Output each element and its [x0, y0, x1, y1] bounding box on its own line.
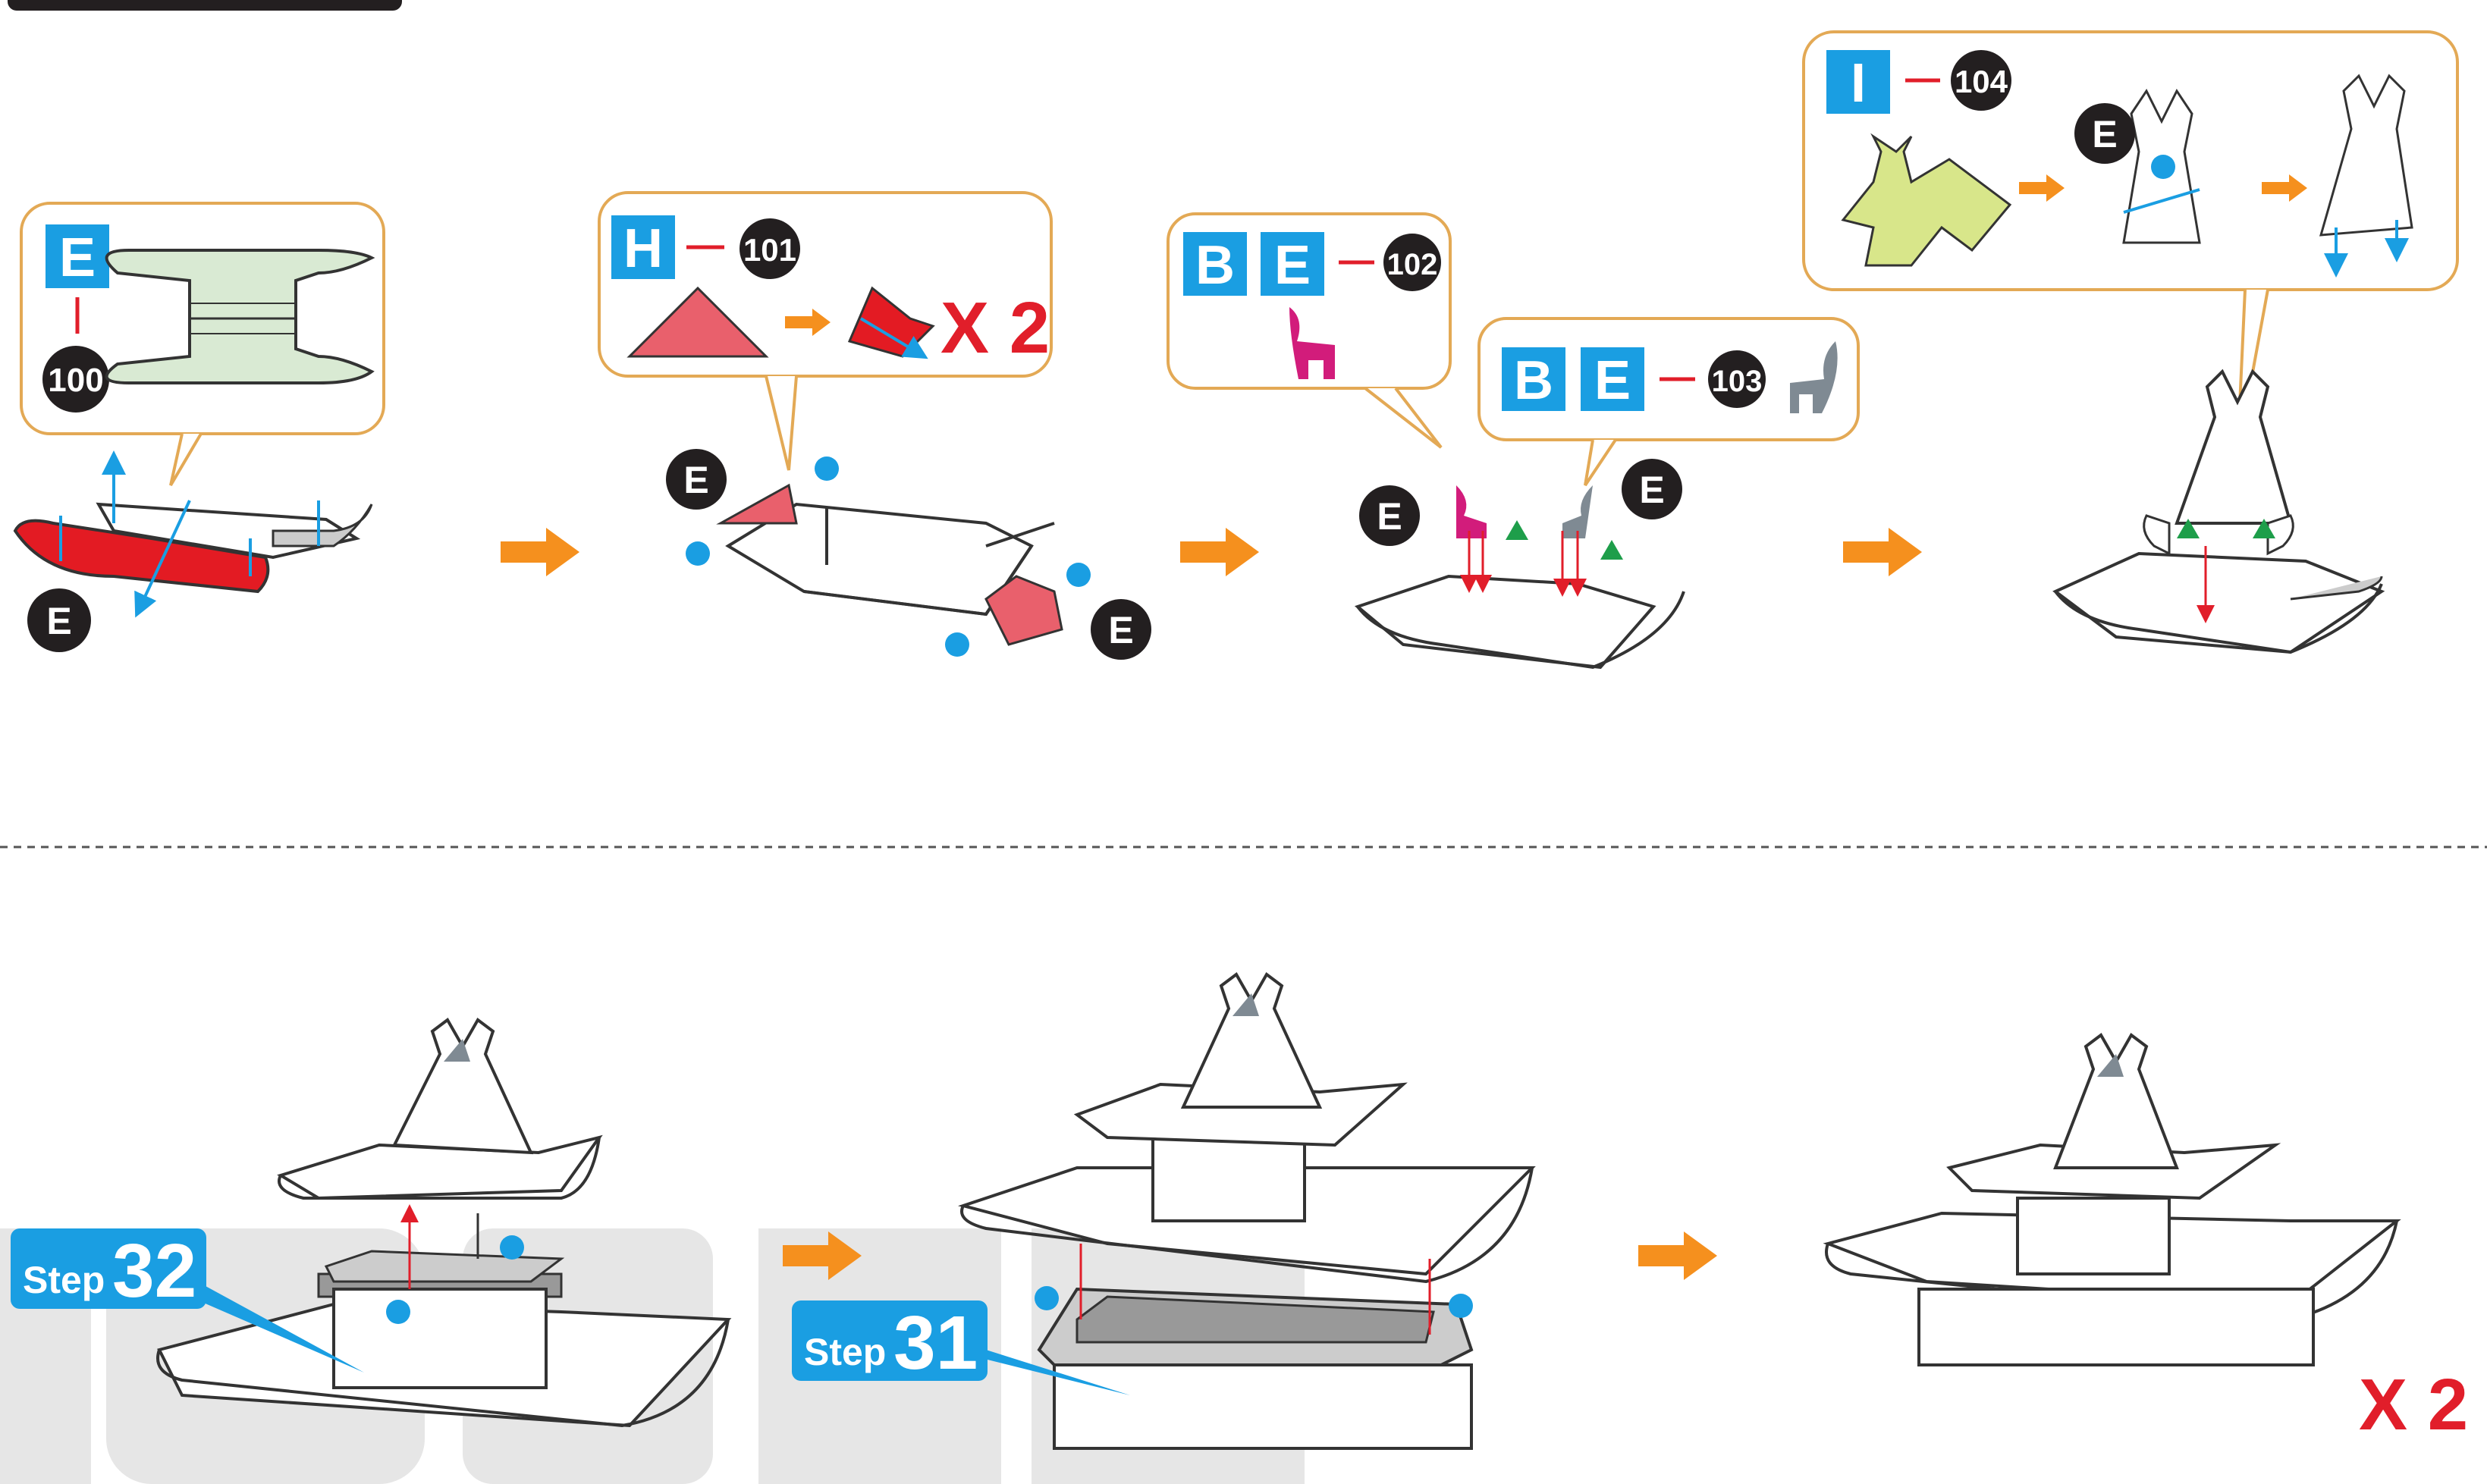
next-step-arrow — [1180, 528, 1259, 576]
part-letter-label: B — [1195, 235, 1235, 296]
next-step-arrow — [1843, 528, 1922, 576]
step-prefix: Step — [23, 1259, 105, 1301]
assembly-figure-6 — [957, 972, 1536, 1450]
component-badge: E — [46, 600, 71, 642]
part-100-piece — [105, 249, 375, 384]
part-number-badge: 100 — [48, 362, 103, 399]
callout-part-104: I 104 E — [1802, 30, 2459, 456]
step-label-31: Step 31 — [792, 1300, 1130, 1395]
assembly-figure-7: X 2 — [1823, 1033, 2468, 1445]
part-number-badge: 102 — [1387, 248, 1438, 281]
assembly-figure-1: E — [13, 450, 373, 652]
part-number-badge: 103 — [1712, 365, 1763, 398]
component-badge: E — [1108, 609, 1133, 651]
part-number-badge: 101 — [743, 232, 796, 268]
part-101-piece — [626, 286, 769, 358]
component-badge: E — [1377, 495, 1402, 538]
part-letter-label: E — [59, 227, 96, 288]
next-step-arrow — [1638, 1231, 1717, 1280]
part-103-piece — [1790, 341, 1838, 413]
component-badge: E — [683, 459, 708, 501]
callout-part-101: H 101 X 2 — [598, 191, 1053, 471]
component-badge: E — [2092, 113, 2117, 155]
part-letter-label: H — [623, 218, 663, 279]
step-number: 31 — [893, 1300, 978, 1385]
multiplier-label: X 2 — [940, 287, 1050, 369]
part-102-piece — [1289, 307, 1335, 379]
part-number-badge: 104 — [1955, 64, 2008, 99]
callout-part-103: B E 103 — [1477, 317, 1860, 487]
part-104-piece — [1841, 133, 2012, 267]
final-multiplier-label: X 2 — [2359, 1364, 2468, 1445]
header-tab — [8, 0, 402, 11]
next-step-arrow — [501, 528, 579, 576]
assembly-figure-5 — [156, 1018, 732, 1428]
step-label-32: Step 32 — [11, 1228, 364, 1373]
part-letter-label: B — [1514, 350, 1553, 411]
assembly-figure-3: E E — [1354, 459, 1685, 670]
assembly-figure-2: E E — [666, 449, 1151, 660]
step-number: 32 — [112, 1228, 196, 1313]
part-letter-label: E — [1274, 235, 1311, 296]
callout-part-102: B E 102 — [1167, 212, 1452, 449]
part-letter-label: E — [1594, 350, 1631, 411]
component-badge: E — [1639, 469, 1664, 511]
callout-part-100: E 100 — [20, 202, 385, 487]
step-prefix: Step — [804, 1331, 886, 1373]
part-letter-label: I — [1851, 53, 1866, 114]
assembly-figure-4 — [2052, 369, 2385, 654]
